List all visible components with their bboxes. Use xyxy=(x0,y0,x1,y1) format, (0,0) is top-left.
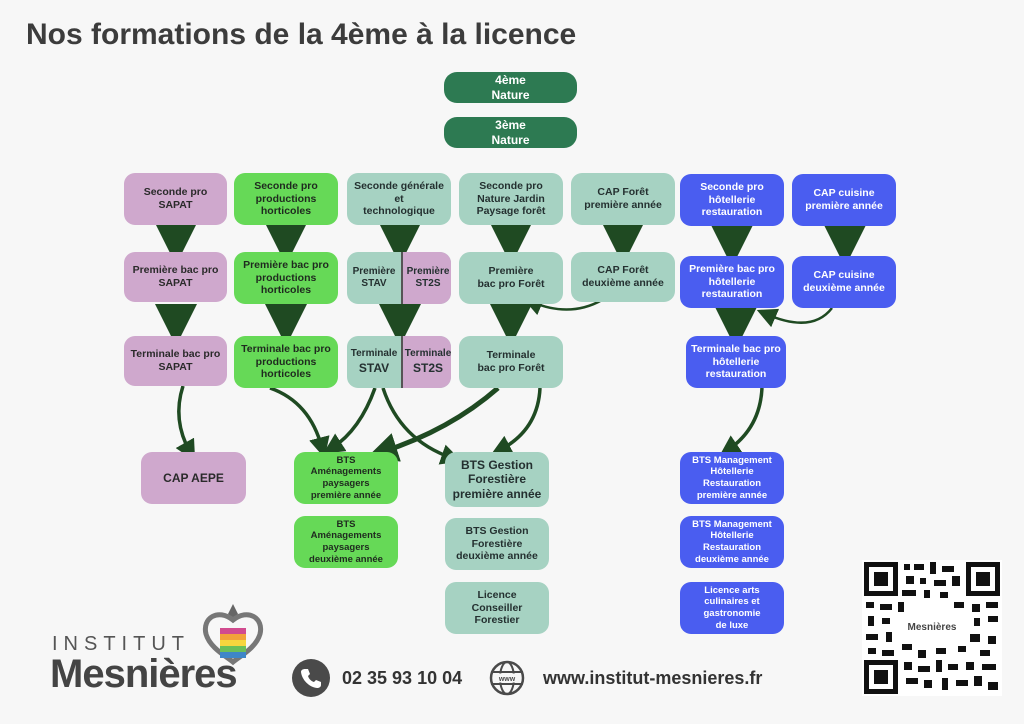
quatrieme-nature-box: 4ème Nature xyxy=(444,72,577,103)
terminale-stav-label: STAV xyxy=(358,360,390,375)
terminale-st2s-label: ST2S xyxy=(412,360,443,375)
globe-icon: www xyxy=(489,660,525,696)
arrow xyxy=(490,387,542,455)
troisieme-nature-box: 3ème Nature xyxy=(444,117,577,148)
cap-cuisine-2-box: CAP cuisine deuxième année xyxy=(792,256,896,308)
arrow xyxy=(175,385,196,462)
seconde-nature-jardin-box: Seconde pro Nature Jardin Paysage forêt xyxy=(459,173,563,225)
arrow xyxy=(756,307,833,328)
premiere-foret-box: Première bac pro Forêt xyxy=(459,252,563,304)
terminale-sapat-box: Terminale bac pro SAPAT xyxy=(124,336,227,386)
bts-amenagements-2-box: BTS Aménagements paysagers deuxième anné… xyxy=(294,516,398,568)
bts-gestion-forestiere-1-box: BTS Gestion Forestière première année xyxy=(445,452,549,507)
premiere-st2s-label: Première ST2S xyxy=(401,252,451,304)
seconde-hotellerie-box: Seconde pro hôtellerie restauration xyxy=(680,174,784,226)
arrow xyxy=(522,296,603,316)
cap-aepe-box: CAP AEPE xyxy=(141,452,246,504)
terminale-stav-st2s-box: Terminale STAV Terminale ST2S xyxy=(347,336,451,388)
arrow xyxy=(323,387,377,454)
arrow xyxy=(719,387,764,456)
premiere-stav-st2s-box: Première STAV Première ST2S xyxy=(347,252,451,304)
arrow xyxy=(269,386,330,459)
terminale-st2s-top: Terminale xyxy=(404,348,451,360)
premiere-stav-label: Première STAV xyxy=(352,265,396,290)
bts-gestion-forestiere-2-box: BTS Gestion Forestière deuxième année xyxy=(445,518,549,570)
premiere-sapat-box: Première bac pro SAPAT xyxy=(124,252,227,302)
cap-foret-1-box: CAP Forêt première année xyxy=(571,173,675,225)
bts-mhr-2-box: BTS Management Hôtellerie Restauration d… xyxy=(680,516,784,568)
phone-number[interactable]: 02 35 93 10 04 xyxy=(342,668,463,688)
arrow xyxy=(381,387,462,465)
seconde-sapat-box: Seconde pro SAPAT xyxy=(124,173,227,225)
terminale-hotellerie-box: Terminale bac pro hôtellerie restauratio… xyxy=(686,336,786,388)
page-title: Nos formations de la 4ème à la licence xyxy=(26,18,577,51)
terminale-stav-cell: Terminale STAV xyxy=(347,336,401,388)
terminale-st2s-cell: Terminale ST2S xyxy=(401,336,451,388)
institut-logo xyxy=(202,604,264,666)
bts-mhr-1-box: BTS Management Hôtellerie Restauration p… xyxy=(680,452,784,504)
terminale-foret-box: Terminale bac pro Forêt xyxy=(459,336,563,388)
cap-foret-2-box: CAP Forêt deuxième année xyxy=(571,252,675,302)
terminale-horticoles-box: Terminale bac pro productions horticoles xyxy=(234,336,338,388)
institut-label: INSTITUT xyxy=(52,633,190,655)
bts-amenagements-1-box: BTS Aménagements paysagers première anné… xyxy=(294,452,398,504)
licence-conseiller-forestier-box: Licence Conseiller Forestier xyxy=(445,582,549,634)
arrow xyxy=(367,386,500,462)
qr-code[interactable]: Mesnières xyxy=(862,560,1002,696)
cap-cuisine-1-box: CAP cuisine première année xyxy=(792,174,896,226)
premiere-hotellerie-box: Première bac pro hôtellerie restauration xyxy=(680,256,784,308)
seconde-horticoles-box: Seconde pro productions horticoles xyxy=(234,173,338,225)
seconde-generale-box: Seconde générale et technologique xyxy=(347,173,451,225)
brand-name: Mesnières xyxy=(50,652,238,696)
terminale-stav-top: Terminale xyxy=(350,348,398,360)
qr-label: Mesnières xyxy=(908,622,957,633)
phone-icon xyxy=(292,659,330,697)
website-link[interactable]: www.institut-mesnieres.fr xyxy=(543,668,763,688)
licence-arts-culinaires-box: Licence arts culinaires et gastronomie d… xyxy=(680,582,784,634)
globe-label: www xyxy=(498,676,516,683)
premiere-horticoles-box: Première bac pro productions horticoles xyxy=(234,252,338,304)
